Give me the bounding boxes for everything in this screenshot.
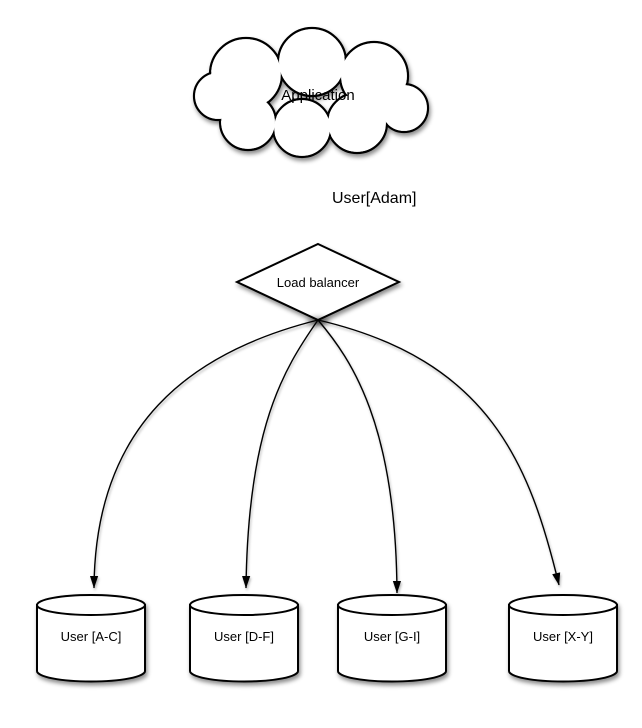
shard-df-node: User [D-F] <box>189 594 299 683</box>
shard-gi-label: User [G-I] <box>364 629 420 644</box>
shard-xy-label: User [X-Y] <box>533 629 593 644</box>
arrow-convergence-shadow <box>307 317 329 327</box>
application-node: Application <box>192 26 430 159</box>
edge-lb-to-shard-ac <box>89 319 319 589</box>
cylinder-shape <box>36 594 146 683</box>
edge-application-to-load-balancer: User[Adam] <box>313 153 416 243</box>
cylinder-shape <box>337 594 447 683</box>
edge-lb-to-shard-xy <box>317 319 561 586</box>
shard-df-label: User [D-F] <box>214 629 274 644</box>
application-label: Application <box>281 87 354 104</box>
shard-edges <box>89 319 561 594</box>
load-balancer-label: Load balancer <box>277 275 360 290</box>
edge-lb-to-shard-df <box>242 319 319 589</box>
cylinder-shape <box>508 594 618 683</box>
shard-gi-node: User [G-I] <box>337 594 447 683</box>
load-balancer-node: Load balancer <box>234 242 402 322</box>
shard-ac-node: User [A-C] <box>36 594 146 683</box>
edge-lb-to-shard-gi <box>317 319 402 594</box>
edge-label-user-adam: User[Adam] <box>332 190 416 207</box>
cylinder-shape <box>189 594 299 683</box>
shard-xy-node: User [X-Y] <box>508 594 618 683</box>
cloud-shape <box>192 26 430 159</box>
shard-ac-label: User [A-C] <box>61 629 122 644</box>
